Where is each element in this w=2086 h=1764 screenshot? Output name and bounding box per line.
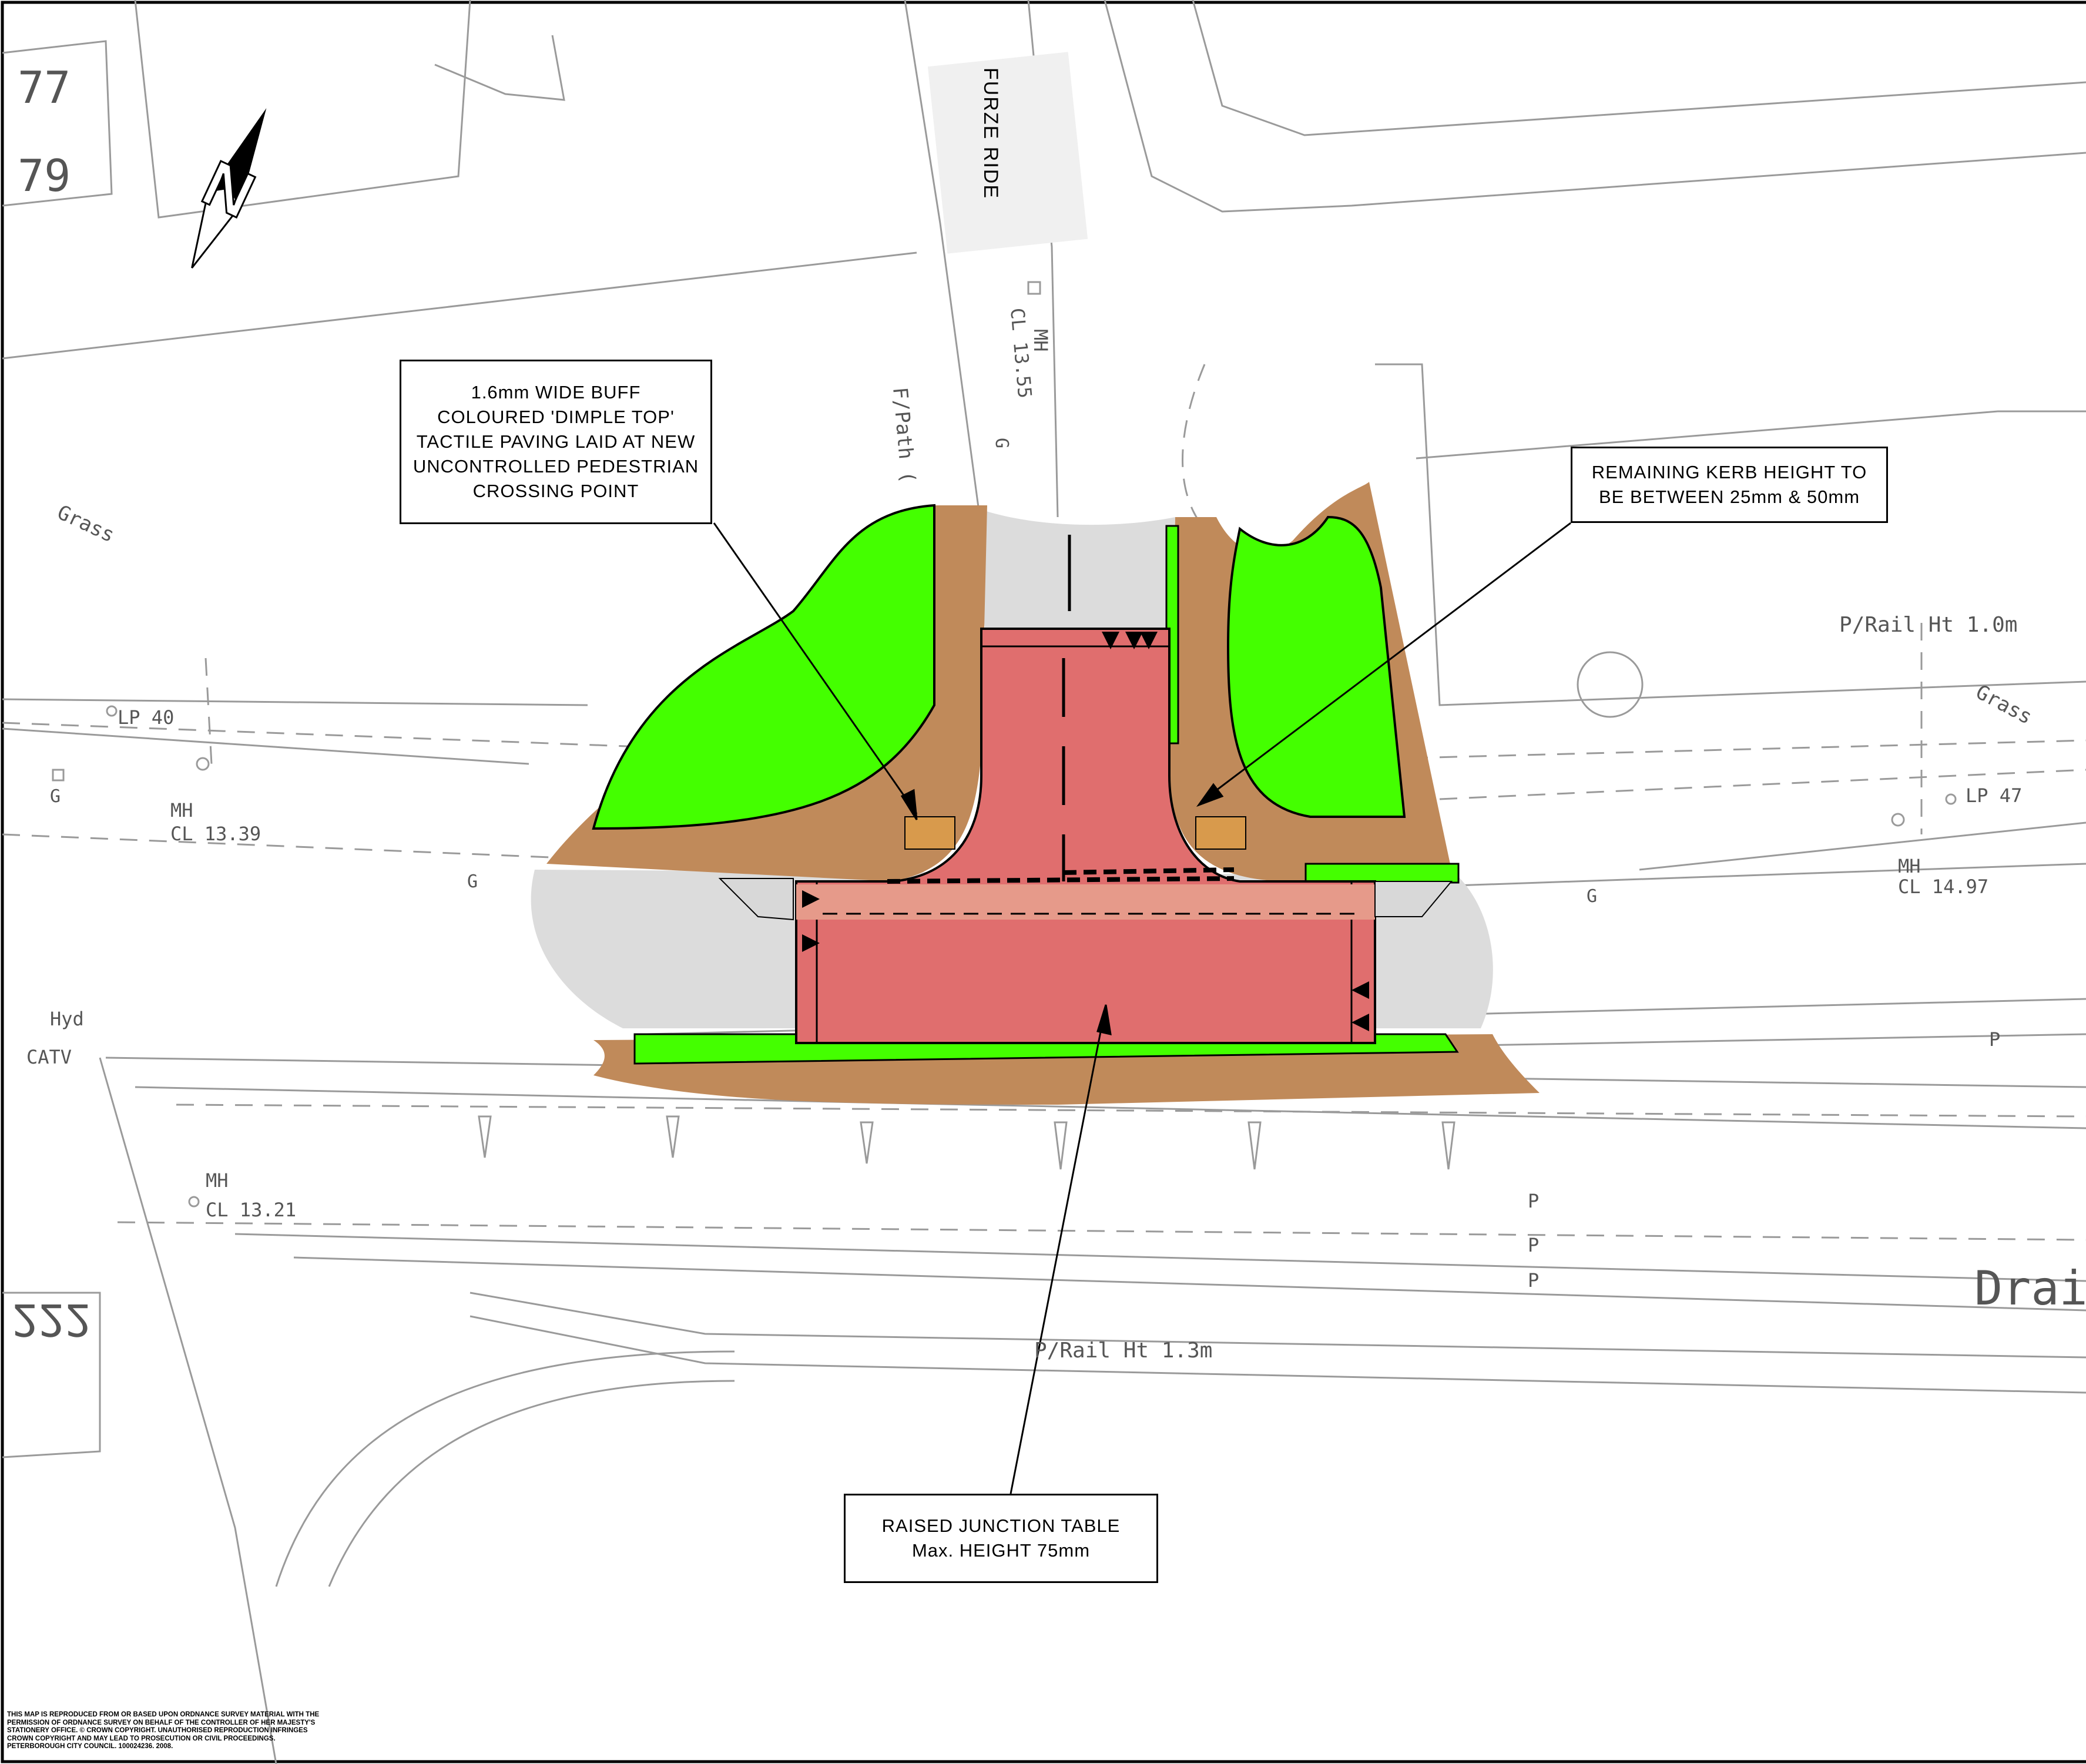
fence-posts [478, 1115, 1455, 1170]
os-labels: 77 79 222 Grass Grass LP 40 LP 47 MH CL … [12, 62, 2086, 1363]
give-way-line [887, 876, 1235, 884]
label-mh-1: MH [170, 799, 193, 821]
tactile-line-2: COLOURED 'DIMPLE TOP' [437, 407, 675, 427]
label-g-3: G [1587, 886, 1597, 907]
north-arrow: N [191, 108, 267, 269]
dashed-boundaries [2, 364, 2086, 1241]
label-79: 79 [18, 150, 71, 202]
raised-table-callout: RAISED JUNCTION TABLE Max. HEIGHT 75mm [844, 1494, 1158, 1583]
tactile-line-1: 1.6mm WIDE BUFF [471, 382, 641, 403]
tactile-line-3: TACTILE PAVING LAID AT NEW [416, 431, 696, 452]
furze-ride-carriageway [970, 505, 1175, 646]
table-line-1: RAISED JUNCTION TABLE [881, 1515, 1121, 1536]
label-prail-13: P/Rail Ht 1.3m [1034, 1339, 1212, 1363]
label-mh-2: MH [1898, 855, 1921, 877]
label-p-2: P [1528, 1190, 1539, 1212]
label-hyd: Hyd [50, 1008, 84, 1030]
kerb-line-2: BE BETWEEN 25mm & 50mm [1598, 487, 1860, 507]
label-77: 77 [18, 62, 71, 113]
label-cl-1339: CL 13.39 [170, 823, 261, 845]
label-mh-4: MH [1029, 329, 1052, 352]
tactile-line-5: CROSSING POINT [472, 481, 639, 501]
label-cl-1321: CL 13.21 [206, 1199, 296, 1221]
table-line-2: Max. HEIGHT 75mm [911, 1540, 1091, 1561]
label-grass-left: Grass [53, 501, 118, 548]
label-222: 222 [12, 1294, 91, 1346]
tactile-paving-callout: 1.6mm WIDE BUFF COLOURED 'DIMPLE TOP' TA… [400, 360, 712, 524]
label-grass-right: Grass [1972, 680, 2036, 729]
label-cl-1497: CL 14.97 [1898, 876, 1988, 898]
grass-verge-right [1226, 515, 1406, 818]
label-mh-3: MH [206, 1169, 229, 1192]
os-copyright-notice: This map is reproduced from or based upo… [7, 1711, 320, 1750]
label-fpath: F/Path ( [888, 386, 920, 484]
grass-verge-left [592, 504, 935, 830]
label-lp47: LP 47 [1966, 784, 2022, 807]
ramp-markings [802, 632, 1369, 1031]
label-lp40: LP 40 [118, 706, 174, 729]
label-drain: Drain [1974, 1261, 2086, 1316]
label-prail-10: P/Rail Ht 1.0m [1839, 613, 2017, 637]
label-p-1: P [1989, 1028, 2000, 1051]
label-catv: CATV [26, 1046, 72, 1068]
label-p-3: P [1528, 1234, 1539, 1256]
tactile-paving [904, 816, 1246, 850]
label-g-2: G [467, 871, 478, 892]
grass-strip-right [1304, 863, 1460, 884]
kerb-height-callout: REMAINING KERB HEIGHT TO BE BETWEEN 25mm… [1571, 447, 1888, 523]
raised-junction-table [795, 628, 1376, 1044]
tactile-line-4: UNCONTROLLED PEDESTRIAN [412, 456, 699, 477]
street-furniture [52, 281, 1957, 1208]
label-p-4: P [1528, 1269, 1539, 1292]
kerb-line-1: REMAINING KERB HEIGHT TO [1591, 462, 1867, 482]
road-name: FURZE RIDE [980, 68, 1002, 199]
label-g-4: G [991, 438, 1012, 448]
label-g-1: G [50, 786, 61, 807]
leader-lines [713, 522, 1571, 1494]
label-cl-1355: CL 13.55 [1006, 307, 1036, 399]
